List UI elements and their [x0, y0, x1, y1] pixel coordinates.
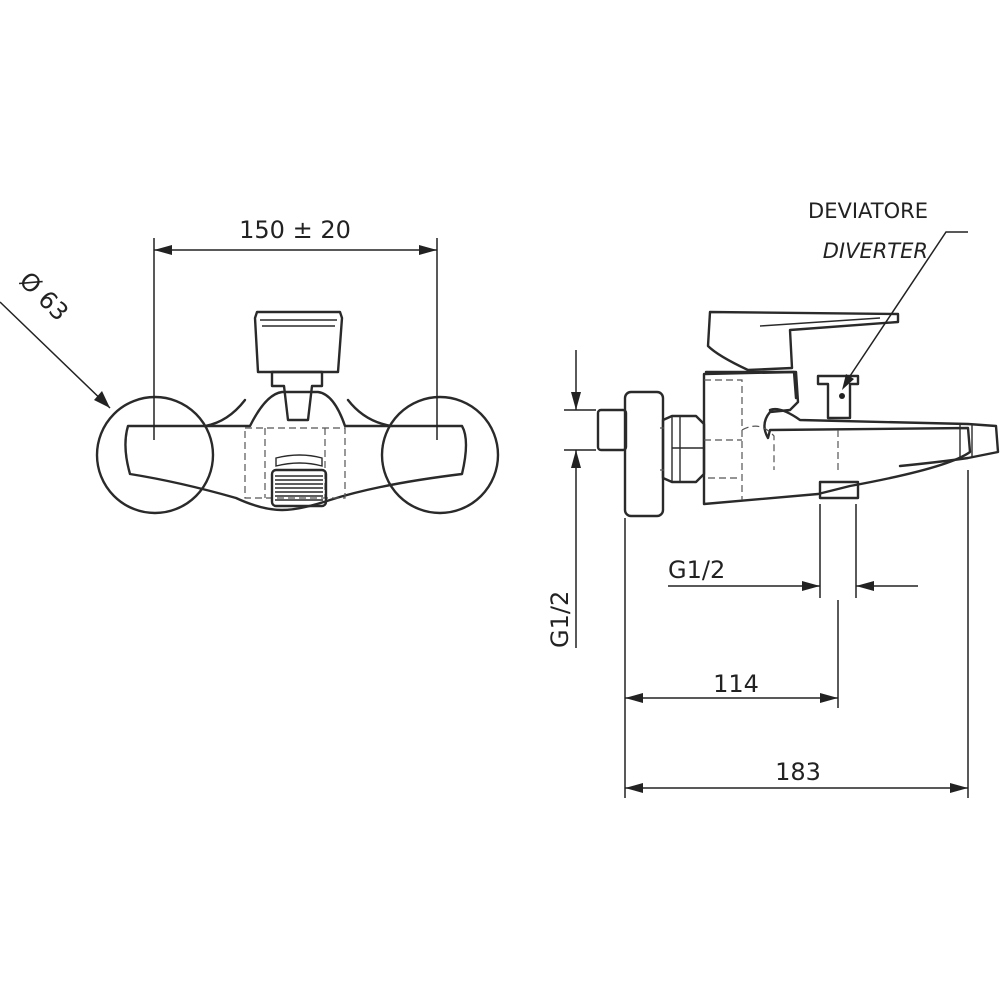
dim-inlet-thread: G1/2 — [546, 591, 574, 648]
front-view: 150 ± 20 Ø 63 — [0, 216, 500, 515]
side-hex-nut — [661, 414, 706, 484]
dim-diverter-distance: 114 — [713, 670, 759, 698]
dim-centers-distance: 150 ± 20 — [239, 216, 351, 244]
label-diverter-en: DIVERTER — [823, 239, 928, 263]
mixer-body — [124, 390, 468, 512]
side-outlet — [818, 480, 860, 500]
aerator — [270, 468, 328, 508]
dim-overall-depth: 183 — [775, 758, 821, 786]
label-diverter-it: DEVIATORE — [808, 199, 928, 223]
dim-outlet-thread: G1/2 — [668, 556, 725, 584]
side-lever — [706, 310, 900, 372]
side-inlet-pipe — [596, 408, 628, 452]
lever-handle-top — [260, 319, 337, 327]
body-top-curve-right — [346, 398, 394, 428]
side-body — [702, 370, 972, 506]
side-spout — [768, 407, 1000, 468]
left-flange — [95, 395, 215, 515]
side-view: DEVIATORE DIVERTER G1/2 G1/2 114 183 — [546, 199, 1000, 798]
lever-handle — [253, 310, 344, 374]
body-top-curve-left — [203, 398, 247, 428]
dim-flange-diameter: Ø 63 — [14, 266, 74, 326]
side-flange — [623, 390, 665, 518]
hidden-cartridge — [244, 427, 346, 499]
diverter-knob — [816, 374, 860, 420]
aerator-grill — [275, 475, 323, 501]
right-flange — [380, 395, 500, 515]
cartridge-stem — [270, 370, 324, 422]
